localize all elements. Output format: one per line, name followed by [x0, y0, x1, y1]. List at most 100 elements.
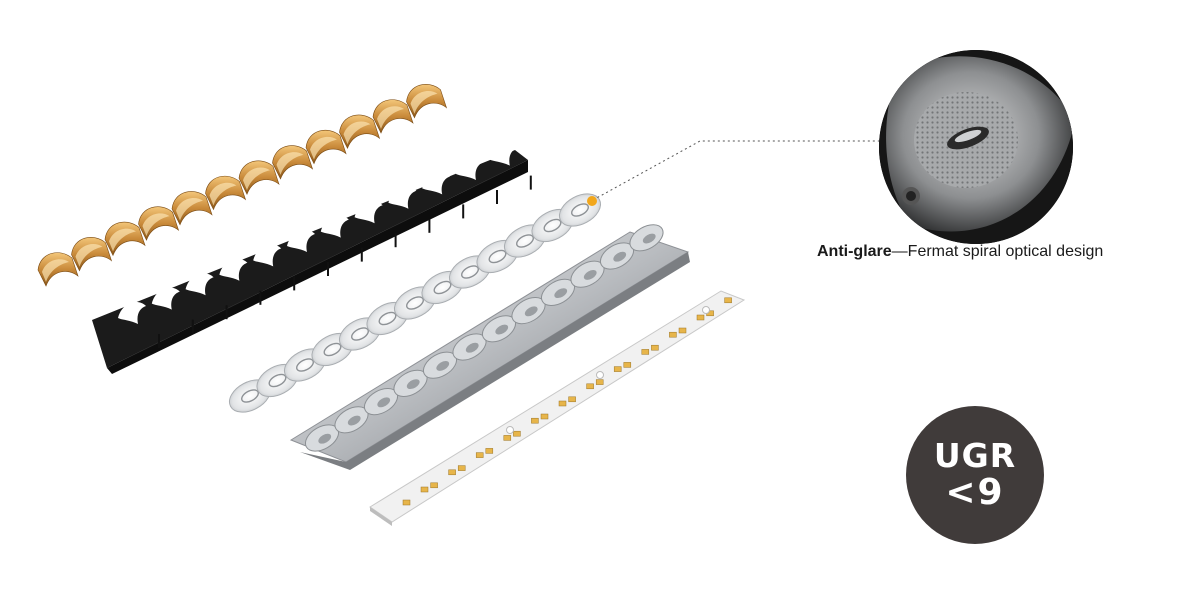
gold-cup-shell: [238, 160, 280, 195]
led-chip: [641, 349, 650, 355]
frame-hole: [456, 158, 484, 180]
led-chip: [457, 465, 466, 471]
frame-hole: [253, 244, 282, 267]
tray-cell-center: [318, 433, 332, 444]
led-chip: [651, 344, 659, 351]
lens-ring: [241, 389, 259, 403]
frame-peg: [529, 175, 532, 190]
lens-ring: [406, 296, 424, 310]
gold-cup-shell: [372, 99, 414, 134]
lens-strip-icon: [228, 193, 602, 413]
led-chip: [531, 417, 539, 424]
reflector-tray-icon: [289, 224, 690, 470]
frame-peg: [327, 262, 329, 276]
frame-hole: [489, 143, 518, 166]
gold-cup: [171, 191, 213, 226]
callout-dot: [587, 196, 597, 206]
lens-ring: [516, 234, 534, 248]
tray-cell-center: [524, 306, 538, 317]
lens-ring: [351, 327, 369, 341]
gold-cup-highlight: [377, 106, 404, 129]
lens-ring: [571, 203, 589, 217]
gold-cup-highlight: [276, 152, 304, 175]
gold-cup: [104, 221, 146, 257]
frame-hole: [422, 172, 451, 195]
tray-cell-center: [583, 270, 597, 280]
frame-peg: [259, 290, 262, 305]
led-chip: [420, 486, 429, 493]
tray-cell-center: [495, 324, 509, 335]
led-chip: [513, 430, 521, 437]
anti-glare-caption: Anti-glare—Fermat spiral optical design: [817, 243, 1103, 261]
led-chip: [623, 362, 632, 368]
led-chip: [696, 314, 705, 321]
lens-ring: [268, 373, 287, 388]
gold-cup: [138, 206, 180, 241]
frame-hole: [320, 215, 349, 238]
led-chip: [568, 396, 576, 403]
frame-hole: [388, 186, 417, 209]
frame-hole: [151, 287, 180, 310]
lens-ring: [296, 358, 314, 372]
gold-cup-highlight: [310, 136, 337, 160]
magnified-lens-icon: [879, 50, 1073, 244]
tray-cell-center: [436, 361, 450, 371]
led-chip: [586, 383, 594, 390]
pcb-mount-hole: [596, 371, 604, 379]
frame-peg: [158, 334, 160, 348]
frame-peg: [462, 204, 465, 219]
frame-peg: [496, 190, 498, 204]
gold-cup-highlight: [176, 198, 203, 221]
frame-peg: [394, 233, 397, 248]
frame-peg: [428, 218, 431, 233]
tray-cell-center: [406, 379, 420, 390]
gold-reflector-strip-icon: [37, 84, 448, 287]
gold-cup-highlight: [410, 90, 438, 114]
gold-cup: [372, 99, 414, 134]
led-chip: [503, 435, 512, 441]
led-chip: [430, 482, 438, 489]
frame-peg: [293, 276, 296, 291]
frame-hole: [185, 273, 214, 296]
pcb-mount-hole: [702, 306, 710, 314]
frame-hole: [287, 230, 315, 252]
gold-cup: [71, 237, 113, 272]
led-chip: [595, 379, 604, 385]
frame-peg: [225, 305, 228, 320]
gold-cup-highlight: [42, 259, 69, 282]
gold-cup-highlight: [75, 243, 103, 267]
tray-cell-center: [554, 288, 568, 299]
frame-hole: [118, 302, 146, 324]
led-chip: [669, 331, 677, 338]
led-chip: [448, 469, 456, 476]
led-chip: [475, 452, 484, 458]
gold-cup-highlight: [209, 182, 237, 206]
gold-cup: [305, 129, 347, 165]
lens-ring: [488, 249, 507, 264]
led-pcb-strip-icon: [369, 290, 746, 526]
gold-cup-shell: [104, 221, 146, 257]
frame-peg: [360, 247, 363, 262]
gold-cup-highlight: [142, 213, 170, 237]
caption-bold: Anti-glare: [817, 243, 892, 260]
gold-cup-highlight: [343, 121, 371, 145]
lens-ring: [543, 218, 562, 233]
gold-cup: [37, 252, 79, 287]
led-chip: [724, 297, 732, 304]
gold-cup-highlight: [243, 167, 270, 191]
gold-cup: [406, 84, 448, 119]
pcb-mount-hole: [506, 426, 514, 434]
led-chip: [402, 499, 411, 506]
tray-cell-center: [642, 233, 656, 244]
tray-cell-center: [347, 415, 361, 426]
tray-cell-center: [377, 397, 391, 408]
gold-cup: [339, 114, 381, 150]
led-chip: [613, 366, 622, 372]
led-chip: [678, 327, 687, 334]
gold-cup-highlight: [109, 228, 136, 252]
ugr-value: <9: [945, 472, 1005, 513]
gold-cup: [238, 160, 280, 195]
gold-cup-shell: [406, 84, 448, 119]
gold-cup-shell: [138, 206, 180, 241]
